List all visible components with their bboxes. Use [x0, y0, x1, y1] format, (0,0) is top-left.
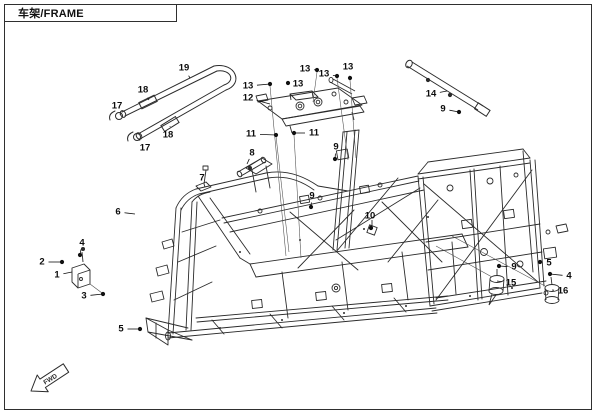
callout-9: 9 — [309, 190, 315, 202]
callout-17: 17 — [139, 142, 151, 154]
callout-16: 16 — [557, 285, 569, 297]
callout-12: 12 — [242, 92, 254, 104]
callout-19: 19 — [178, 62, 190, 74]
callout-7: 7 — [199, 172, 205, 184]
part-15-rubber-mount — [488, 269, 505, 306]
part-19-utube-with-mounts — [109, 65, 237, 142]
callout-9: 9 — [511, 261, 517, 273]
callout-9: 9 — [440, 103, 446, 115]
callout-14: 14 — [425, 88, 437, 100]
assembly-alignment-lines — [89, 71, 546, 294]
part-10-fastener — [366, 220, 378, 236]
callout-18: 18 — [137, 84, 149, 96]
callout-13: 13 — [242, 80, 254, 92]
callout-15: 15 — [505, 277, 517, 289]
part-12-carrier-bracket — [255, 76, 368, 134]
callout-5: 5 — [546, 257, 552, 269]
part-8-sleeve-tube — [236, 156, 267, 178]
callout-4: 4 — [566, 270, 572, 282]
callout-11: 11 — [308, 127, 320, 139]
part-14-support-rod — [405, 59, 491, 118]
callout-8: 8 — [249, 147, 255, 159]
callout-leaders — [48, 67, 563, 332]
callout-11: 11 — [245, 128, 257, 140]
callout-3: 3 — [81, 290, 87, 302]
callout-13: 13 — [292, 78, 304, 90]
callout-4: 4 — [79, 237, 85, 249]
page-border — [4, 4, 592, 410]
callout-17: 17 — [111, 100, 123, 112]
callout-2: 2 — [39, 256, 45, 268]
page-title: 车架/FRAME — [18, 8, 84, 20]
part-16-rubber-mount — [543, 276, 560, 304]
callout-10: 10 — [364, 210, 376, 222]
callout-6: 6 — [115, 206, 121, 218]
callout-13: 13 — [342, 61, 354, 73]
title-box: 车架/FRAME — [4, 4, 177, 22]
callout-13: 13 — [318, 68, 330, 80]
callout-13: 13 — [299, 63, 311, 75]
frame-body-art — [145, 129, 569, 346]
callout-1: 1 — [54, 269, 60, 281]
callout-5: 5 — [118, 323, 124, 335]
callout-9: 9 — [333, 141, 339, 153]
frame-rivet-dots — [219, 216, 513, 329]
callout-18: 18 — [162, 129, 174, 141]
fwd-direction-arrow: FWD — [30, 363, 70, 393]
